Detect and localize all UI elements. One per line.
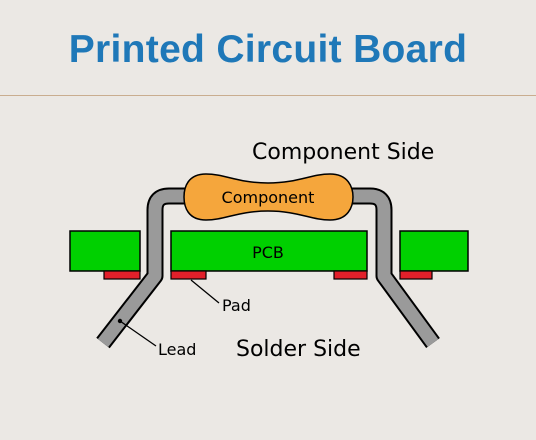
lead-left — [97, 189, 195, 347]
pcb-board-left — [69, 230, 141, 272]
pcb-board-center — [170, 230, 368, 272]
component-label: Component — [222, 188, 315, 207]
lead-right — [340, 189, 439, 347]
component-side-label: Component Side — [252, 140, 434, 165]
title-divider — [0, 95, 536, 96]
pad-left-inner — [170, 270, 207, 280]
pad-callout-line — [190, 279, 220, 304]
lead-callout-dot — [117, 318, 123, 324]
pad-right-inner — [333, 270, 368, 280]
lead-callout-line — [119, 320, 157, 347]
pcb-label: PCB — [252, 243, 284, 262]
pcb-board-right — [399, 230, 469, 272]
pad-label: Pad — [222, 296, 251, 315]
component-body — [183, 173, 354, 221]
pad-right-outer — [399, 270, 433, 280]
lead-wires — [96, 187, 440, 349]
lead-label: Lead — [158, 340, 196, 359]
solder-side-label: Solder Side — [236, 337, 361, 362]
pad-left-outer — [103, 270, 141, 280]
slide-title: Printed Circuit Board — [68, 28, 468, 71]
